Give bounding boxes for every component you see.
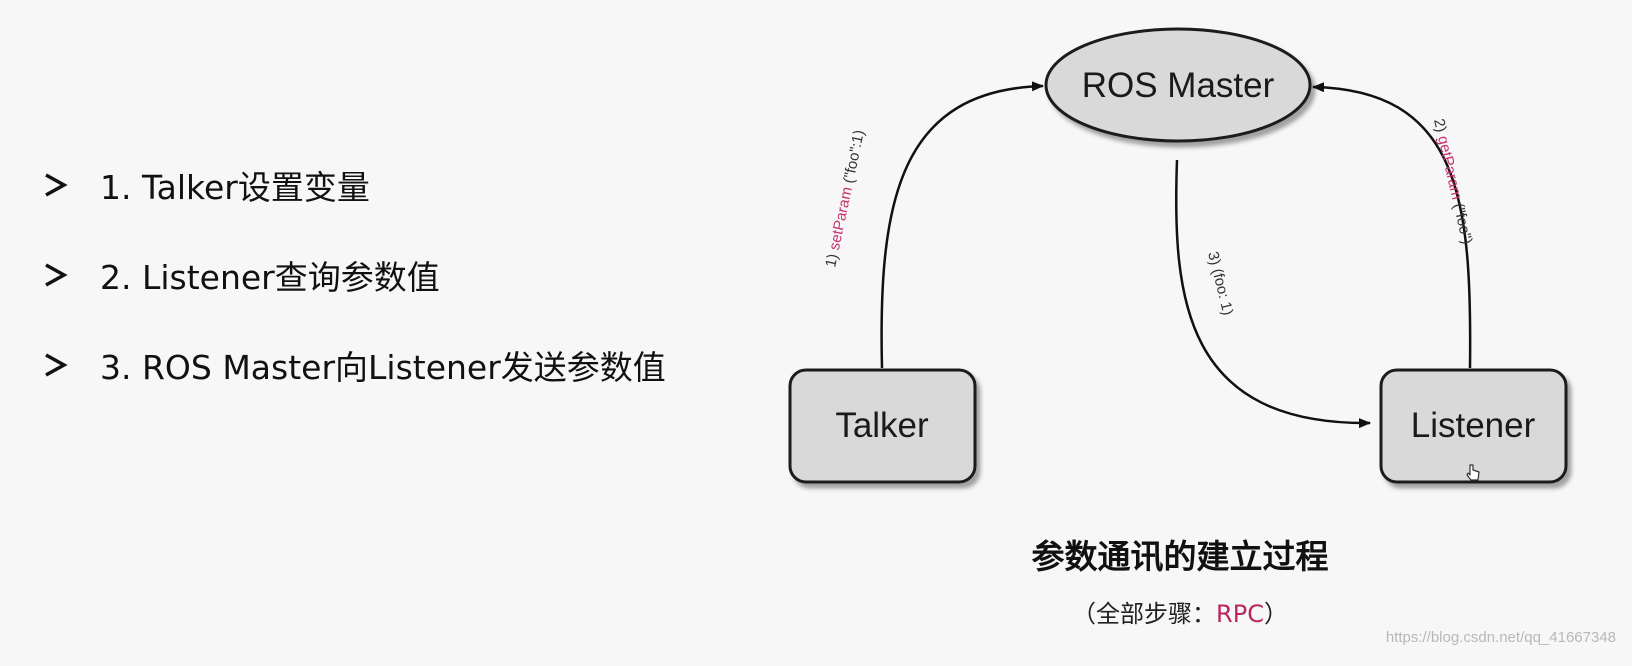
arrow-bullet-icon — [45, 353, 68, 377]
talker-label: Talker — [835, 406, 929, 445]
arrow-bullet-icon — [45, 173, 68, 197]
subtitle-open: （全部步骤： — [1072, 600, 1217, 628]
hand-cursor-icon — [1466, 464, 1480, 481]
subtitle-close: ） — [1263, 600, 1288, 628]
reply-edge — [1174, 159, 1371, 429]
step-text: 1. Talker设置变量 — [100, 168, 370, 207]
step-item: 2. Listener查询参数值 — [40, 230, 666, 320]
step-item: 3. ROS Master向Listener发送参数值 — [40, 320, 666, 410]
talker-node: Talker — [788, 368, 977, 484]
step-text: 2. Listener查询参数值 — [100, 258, 440, 297]
arrow-bullet-icon — [45, 263, 68, 287]
watermark: https://blog.csdn.net/qq_41667348 — [1385, 629, 1616, 646]
get-param-method: getParam — [1434, 134, 1465, 201]
steps-list: 1. Talker设置变量 2. Listener查询参数值 3. ROS Ma… — [40, 140, 666, 410]
diagram-subtitle: （全部步骤：RPC） — [900, 594, 1460, 629]
reply-label: 3) (foo: 1) — [1204, 250, 1236, 317]
subtitle-accent: RPC — [1216, 600, 1264, 628]
set-param-label: 1) setParam ("foo":1) — [822, 128, 868, 268]
diagram-title: 参数通讯的建立过程 — [1031, 537, 1329, 576]
set-param-method: setParam — [826, 185, 856, 251]
ros-master-node: ROS Master — [1044, 27, 1312, 143]
step-text: 3. ROS Master向Listener发送参数值 — [100, 348, 666, 387]
ros-master-label: ROS Master — [1082, 66, 1275, 105]
step-item: 1. Talker设置变量 — [40, 140, 666, 230]
get-param-label: 2) getParam ("foo") — [1430, 117, 1475, 246]
get-param-edge — [1312, 82, 1472, 369]
set-param-edge — [880, 81, 1044, 369]
listener-label: Listener — [1411, 406, 1536, 445]
listener-node: Listener — [1379, 368, 1568, 484]
